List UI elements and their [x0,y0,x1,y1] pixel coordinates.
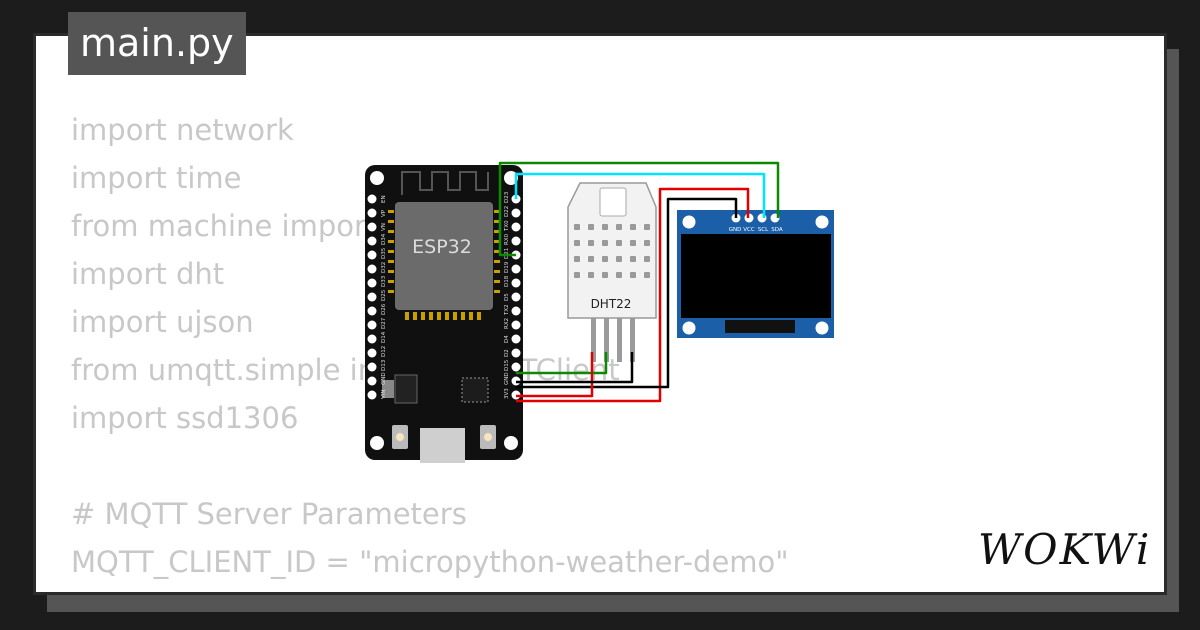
oled-display[interactable]: GND VCC SCL SDA [677,210,834,338]
pin-label: D5 [504,293,510,301]
pin-label: D19 [504,261,510,273]
wokwi-logo: WOKWi [978,525,1152,574]
wire-red-vcc [516,187,750,403]
pin-label: RX0 [504,233,510,245]
pin-label: D32 [381,262,387,273]
pin-label: D23 [504,191,510,203]
pin-label: TX2 [504,304,510,316]
wire-green-data [516,352,608,375]
pin-label: D25 [381,289,387,301]
code-line: import network [71,113,294,147]
pin-label: TX0 [504,220,510,232]
pin-label: EN [381,195,387,203]
pin-label: D33 [381,275,387,287]
pin-label: D34 [381,233,387,245]
pin-label: GND [381,372,387,385]
pin-label: RX2 [504,318,510,329]
oled-pin-label: VCC [743,227,755,233]
pin-label: D4 [504,335,510,343]
esp32-label: ESP32 [412,236,472,258]
wire-red-dht [516,352,594,398]
wire-black-dht [516,352,634,384]
pin-label: D18 [504,275,510,287]
pin-label: D2 [504,349,510,357]
pin-label: D22 [504,206,510,217]
pin-label: VP [381,209,387,217]
wires [498,161,780,403]
pin-label: GND [504,372,510,385]
wire-black-gnd [516,197,738,389]
pin-label: D21 [504,248,510,259]
pin-label: D15 [504,359,510,371]
pin-label: VIN [381,390,387,400]
code-line: MQTT_CLIENT_ID = "micropython-weather-de… [71,545,789,579]
esp32-board[interactable]: ESP32 [365,165,523,463]
pin-label: VN [381,223,387,231]
pin-label: D13 [381,359,387,371]
oled-pin-label: SDA [771,227,783,233]
pin-label: D35 [381,247,387,259]
pin-label: D14 [381,331,387,343]
oled-pin-label: SCL [758,227,769,233]
code-line: import ssd1306 [71,401,299,435]
dht22-label: DHT22 [591,297,632,311]
pin-label: 3V3 [504,388,510,399]
pin-label: D27 [381,317,387,329]
oled-pin-label: GND [729,227,742,233]
wire-green-sda [498,161,780,257]
code-line: import ujson [71,305,254,339]
code-line: import dht [71,257,225,291]
code-line: import time [71,161,242,195]
code-line: # MQTT Server Parameters [71,497,467,531]
pin-label: D12 [381,346,387,357]
wire-cyan-scl [514,172,766,218]
dht22-sensor[interactable]: DHT22 [567,182,657,362]
file-name-tab: main.py [68,12,246,75]
pin-label: D26 [381,303,387,315]
